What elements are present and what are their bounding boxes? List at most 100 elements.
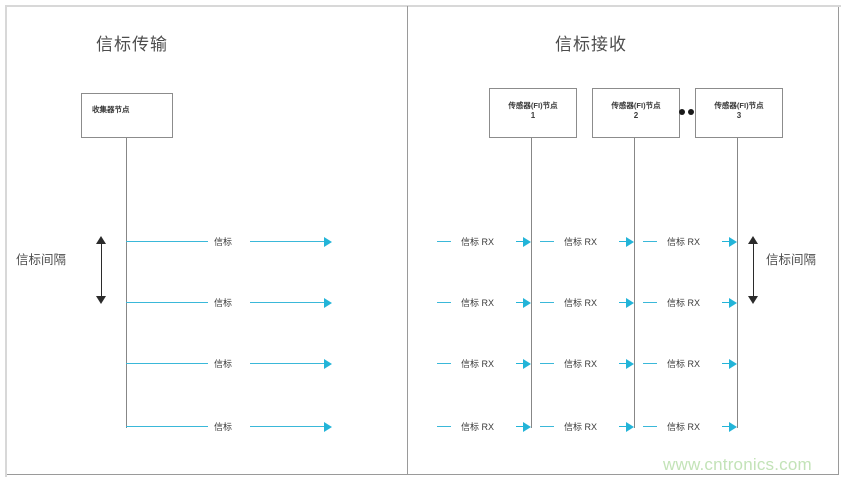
panel-divider — [407, 6, 408, 474]
sensor-node-label: 传感器(FI)节点 — [611, 101, 661, 110]
rx-arrow-icon — [523, 236, 531, 247]
rx-message: 信标 RX — [643, 296, 746, 310]
rx-message: 信标 RX — [437, 420, 540, 434]
rx-label: 信标 RX — [667, 422, 701, 432]
collector-node-box[interactable]: 收集器节点 — [81, 93, 173, 138]
interval-arrow-down-tip — [96, 296, 106, 304]
left-panel-title: 信标传输 — [96, 35, 168, 54]
rx-message: 信标 RX — [437, 296, 540, 310]
rx-tail-line — [722, 302, 731, 303]
rx-message: 信标 RX — [540, 296, 643, 310]
rx-label: 信标 RX — [667, 237, 701, 247]
sensor-lifeline-2 — [634, 138, 635, 428]
rx-tail-line — [516, 302, 525, 303]
rx-label: 信标 RX — [564, 298, 598, 308]
right-interval-arrow — [748, 236, 759, 304]
rx-tail-line — [722, 363, 731, 364]
rx-dash-icon — [643, 241, 657, 242]
left-interval-arrow — [96, 236, 107, 304]
beacon-row: 信标 — [126, 235, 336, 249]
ellipsis-dot — [679, 109, 685, 115]
rx-arrow-icon — [626, 358, 634, 369]
beacon-label: 信标 — [214, 237, 233, 247]
rx-label: 信标 RX — [461, 422, 495, 432]
rx-dash-icon — [437, 426, 451, 427]
rx-tail-line — [722, 426, 731, 427]
beacon-line-right — [250, 363, 326, 364]
sensor-lifeline-1 — [531, 138, 532, 428]
rx-tail-line — [516, 241, 525, 242]
beacon-label: 信标 — [214, 359, 233, 369]
collector-lifeline — [126, 138, 127, 428]
rx-tail-line — [516, 426, 525, 427]
right-interval-label: 信标间隔 — [766, 253, 817, 267]
beacon-row: 信标 — [126, 296, 336, 310]
left-interval-label: 信标间隔 — [16, 253, 67, 267]
beacon-line-right — [250, 241, 326, 242]
beacon-label: 信标 — [214, 298, 233, 308]
rx-dash-icon — [540, 426, 554, 427]
rx-tail-line — [619, 241, 628, 242]
rx-dash-icon — [437, 363, 451, 364]
rx-tail-line — [619, 363, 628, 364]
rx-label: 信标 RX — [461, 359, 495, 369]
rx-message: 信标 RX — [540, 420, 643, 434]
ellipsis-dot — [688, 109, 694, 115]
rx-tail-line — [619, 302, 628, 303]
rx-label: 信标 RX — [564, 359, 598, 369]
sensor-node-index: 3 — [736, 111, 742, 120]
rx-arrow-icon — [523, 421, 531, 432]
ellipsis-dots-icon — [679, 109, 694, 115]
beacon-arrow-icon — [324, 236, 332, 247]
beacon-arrow-icon — [324, 297, 332, 308]
rx-message: 信标 RX — [643, 420, 746, 434]
rx-arrow-icon — [626, 297, 634, 308]
beacon-line-right — [250, 302, 326, 303]
rx-dash-icon — [643, 302, 657, 303]
rx-label: 信标 RX — [461, 237, 495, 247]
rx-message: 信标 RX — [643, 357, 746, 371]
rx-tail-line — [722, 241, 731, 242]
rx-label: 信标 RX — [461, 298, 495, 308]
beacon-label: 信标 — [214, 422, 233, 432]
beacon-line-left — [126, 426, 208, 427]
sensor-node-index: 1 — [530, 111, 536, 120]
rx-arrow-icon — [729, 236, 737, 247]
watermark: www.cntronics.com — [663, 455, 812, 474]
interval-arrow-shaft — [101, 242, 102, 298]
rx-label: 信标 RX — [564, 422, 598, 432]
rx-dash-icon — [437, 302, 451, 303]
rx-dash-icon — [643, 363, 657, 364]
beacon-line-left — [126, 302, 208, 303]
beacon-line-left — [126, 363, 208, 364]
beacon-arrow-icon — [324, 421, 332, 432]
sensor-node-index: 2 — [633, 111, 639, 120]
interval-arrow-up-tip — [96, 236, 106, 244]
rx-arrow-icon — [729, 297, 737, 308]
rx-arrow-icon — [523, 358, 531, 369]
rx-message: 信标 RX — [540, 235, 643, 249]
rx-message: 信标 RX — [540, 357, 643, 371]
beacon-arrow-icon — [324, 358, 332, 369]
sensor-node-label: 传感器(FI)节点 — [508, 101, 558, 110]
right-panel-title: 信标接收 — [555, 35, 627, 54]
beacon-line-left — [126, 241, 208, 242]
interval-arrow-down-tip — [748, 296, 758, 304]
rx-arrow-icon — [523, 297, 531, 308]
sensor-node-box-1[interactable]: 传感器(FI)节点 1 — [489, 88, 577, 138]
sensor-node-box-2[interactable]: 传感器(FI)节点 2 — [592, 88, 680, 138]
rx-tail-line — [619, 426, 628, 427]
beacon-row: 信标 — [126, 420, 336, 434]
rx-label: 信标 RX — [667, 359, 701, 369]
rx-dash-icon — [540, 241, 554, 242]
interval-arrow-shaft — [753, 242, 754, 298]
rx-label: 信标 RX — [667, 298, 701, 308]
rx-arrow-icon — [729, 358, 737, 369]
rx-tail-line — [516, 363, 525, 364]
rx-dash-icon — [643, 426, 657, 427]
rx-message: 信标 RX — [643, 235, 746, 249]
sensor-node-box-3[interactable]: 传感器(FI)节点 3 — [695, 88, 783, 138]
rx-arrow-icon — [626, 236, 634, 247]
collector-node-label: 收集器节点 — [92, 105, 130, 114]
